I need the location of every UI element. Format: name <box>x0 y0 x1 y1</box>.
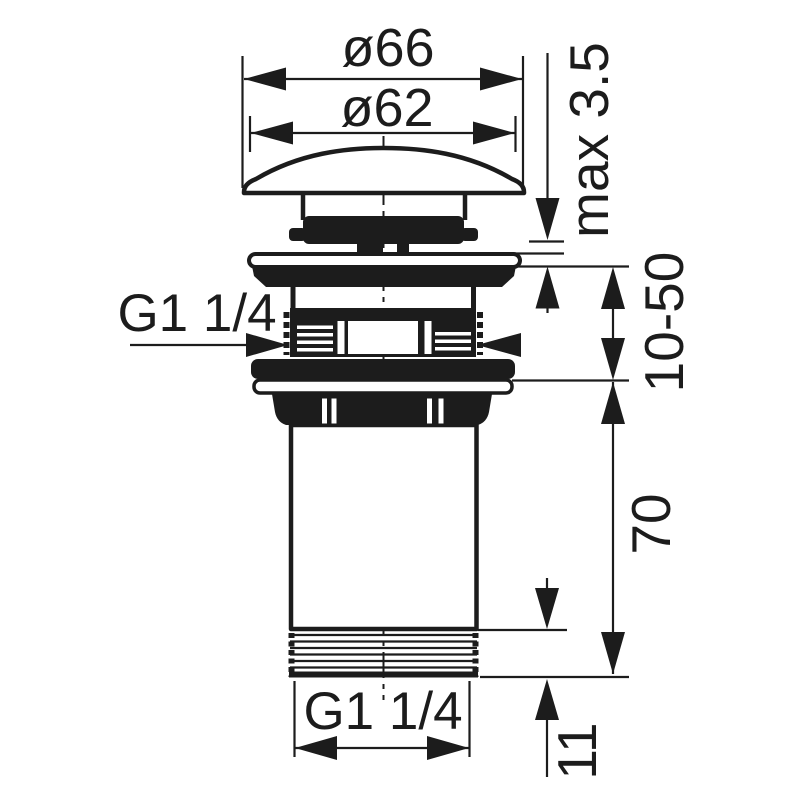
bottom-thread <box>288 633 479 678</box>
dimension-10-50: 10-50 <box>512 252 695 393</box>
dimension-11: 11 <box>478 578 608 780</box>
mid-thread-section <box>283 287 483 357</box>
dimension-dia-62: ø62 <box>248 78 517 152</box>
valve-body <box>288 422 479 632</box>
clamping-range-label: 10-50 <box>633 252 695 393</box>
cap-dome <box>241 145 527 196</box>
cap-travel-label: max 3.5 <box>558 42 620 238</box>
locknut-flange <box>251 359 515 379</box>
dimension-70: 70 <box>480 382 682 679</box>
dimension-max-3-5: max 3.5 <box>509 42 620 313</box>
dia-inner-label: ø62 <box>340 78 433 138</box>
thread-leader-arrow-right <box>477 333 521 357</box>
dimension-dia-66: ø66 <box>241 18 525 190</box>
top-flange <box>247 252 522 287</box>
thread-spec-top: G1 1/4 <box>117 284 521 357</box>
lower-gasket <box>272 394 492 425</box>
dia-outer-label: ø66 <box>341 18 434 78</box>
body-height-label: 70 <box>620 493 682 554</box>
thread-spec-bottom-label: G1 1/4 <box>303 682 462 741</box>
thread-spec-bottom: G1 1/4 <box>293 681 471 760</box>
cap-neck <box>300 195 468 220</box>
thread-length-label: 11 <box>546 722 608 779</box>
washer-strip <box>252 378 514 395</box>
thread-spec-top-label: G1 1/4 <box>117 284 276 343</box>
